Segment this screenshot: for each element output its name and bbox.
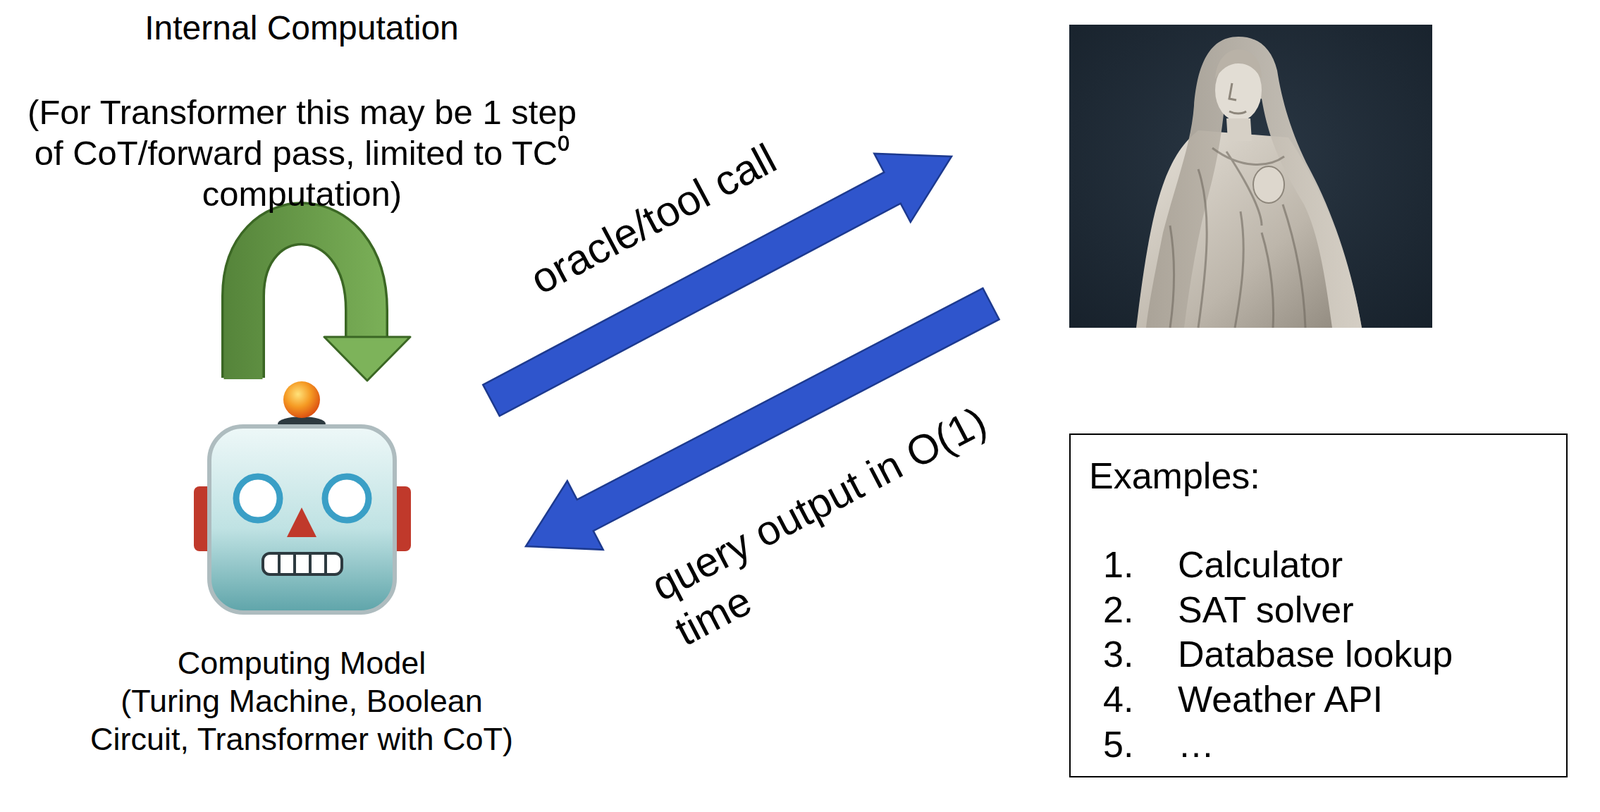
robot-teeth — [279, 554, 326, 574]
node-body: (Turing Machine, Boolean Circuit, Transf… — [83, 682, 521, 759]
oracle-statue-photo — [1069, 24, 1433, 328]
arrow-label: query output in O(1) time — [643, 389, 1032, 657]
robot-eye — [236, 476, 280, 521]
robot-mouth — [262, 553, 342, 575]
robot-icon — [193, 381, 411, 613]
list-number: 2. — [1103, 587, 1134, 632]
statue-neck — [1226, 118, 1252, 141]
list-number: 3. — [1103, 632, 1134, 676]
note-text: (For Transformer this may be 1 step of C… — [18, 91, 586, 215]
statue-hair — [1215, 49, 1262, 79]
statue-hand — [1253, 166, 1285, 203]
examples-box: Examples: 1. Calculator 2. SAT solver 3. Datab… — [1069, 433, 1568, 778]
list-item: … — [1177, 722, 1215, 767]
section-heading: Internal Computation — [90, 7, 514, 49]
list-number: 4. — [1103, 677, 1134, 722]
list-number: 5. — [1103, 722, 1134, 767]
box-heading: Examples: — [1088, 453, 1261, 498]
computing-model-node: Computing Model(Turing Machine, Boolean … — [83, 384, 521, 759]
robot-nose — [286, 507, 317, 538]
statue-veil — [1146, 36, 1362, 328]
robot-head — [209, 426, 395, 613]
statue-face-shade — [1229, 83, 1247, 114]
statue-folds — [1170, 148, 1306, 328]
self-loop-arrow — [243, 223, 411, 381]
photo-background — [1069, 24, 1433, 328]
list-item: SAT solver — [1177, 587, 1355, 632]
list-item: Weather API — [1177, 677, 1383, 722]
list-number: 1. — [1103, 542, 1134, 587]
robot-eye — [324, 476, 369, 521]
list-item: Calculator — [1177, 542, 1343, 587]
loop-arrow-head — [324, 336, 411, 381]
node-heading: Computing Model — [83, 644, 521, 683]
robot-antenna-ball — [283, 381, 320, 418]
list-item: Database lookup — [1177, 632, 1453, 676]
